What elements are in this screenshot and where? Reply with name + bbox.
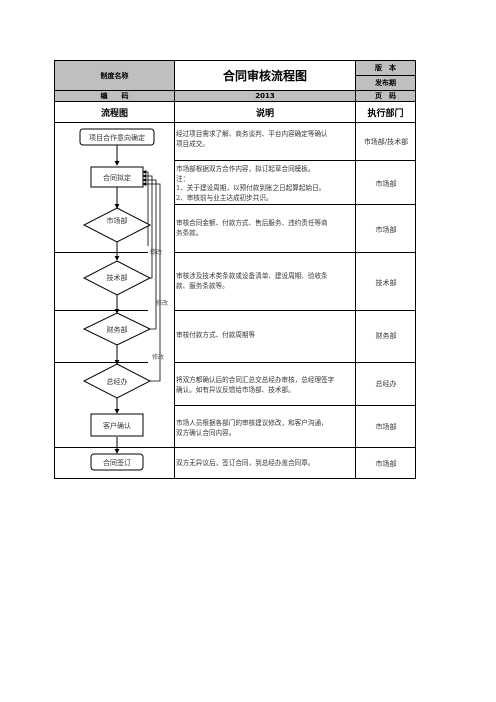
step-dept: 市场部/技术部 <box>363 138 409 146</box>
flow-node-label: 客户确认 <box>103 421 131 430</box>
revision-label: 修改 <box>152 353 164 361</box>
table-body <box>54 122 416 479</box>
flow-node-draft <box>90 166 144 188</box>
revision-label: 修改 <box>150 248 162 256</box>
flow-node-label: 市场部 <box>107 216 128 225</box>
version-label: 版 本 <box>375 64 396 72</box>
revision-label: 修改 <box>156 299 168 307</box>
step-dept: 技术部 <box>375 279 397 287</box>
doc-title: 合同审核流程图 <box>222 69 307 83</box>
step-dept: 市场部 <box>375 423 397 431</box>
system-name-label: 制度名称 <box>100 71 129 80</box>
step-dept: 总经办 <box>375 380 397 388</box>
flow-node-market <box>82 207 152 243</box>
step-desc: 审核合同金额、付款方式、售后服务、违约责任等商务条款。 <box>176 219 328 237</box>
flow-node-client <box>90 413 144 437</box>
flow-node-label: 财务部 <box>107 325 128 334</box>
flow-node-sign <box>90 453 144 471</box>
flow-divider <box>54 447 175 448</box>
flow-node-label: 合同签订 <box>103 458 131 467</box>
flow-divider <box>54 362 148 363</box>
step-dept: 市场部 <box>375 460 397 468</box>
row-divider <box>174 252 416 253</box>
column-divider <box>174 122 175 479</box>
row-divider <box>174 362 416 363</box>
code-label: 编 码 <box>100 92 129 100</box>
flow-node-label: 合同拟定 <box>103 173 131 182</box>
row-divider <box>174 204 416 205</box>
flow-node-label: 项目合作意向确定 <box>89 133 145 142</box>
system-name-label-cell: 制度名称 <box>54 60 175 91</box>
step-dept: 市场部 <box>375 226 397 234</box>
page-label: 页 码 <box>375 92 396 100</box>
step-desc: 市场人员根据各部门的审核建议修改，和客户沟通，双方确认合同内容。 <box>176 419 328 437</box>
row-divider <box>174 405 416 406</box>
flow-divider <box>54 310 148 311</box>
flow-node-finance <box>82 312 152 346</box>
step-desc: 市场部根据双方合作内容，拟订起草合同模板。注：1、关于建设周期，以预付款到账之日… <box>176 165 326 202</box>
step-desc: 审核涉及技术类条款或设备清单、建设周期、验收条款、服务条款等。 <box>176 272 328 290</box>
flow-node-tech <box>82 260 152 296</box>
flow-node-label: 技术部 <box>107 273 128 282</box>
step-dept: 市场部 <box>375 180 397 188</box>
flow-node-start <box>79 128 155 146</box>
code-value: 2013 <box>255 92 275 100</box>
row-divider <box>174 447 416 448</box>
row-divider <box>174 310 416 311</box>
revision-loop <box>142 170 149 246</box>
row-divider <box>174 160 416 161</box>
step-desc: 审核付款方式、付款周期等 <box>176 331 256 339</box>
flow-divider <box>54 252 148 253</box>
publish-date-label: 发布期 <box>375 79 396 87</box>
step-dept: 财务部 <box>375 332 397 340</box>
flow-node-label: 总经办 <box>107 377 128 386</box>
revision-loop <box>142 182 161 382</box>
column-divider <box>355 122 356 479</box>
step-desc: 经过项目需求了解、商务谈判、平台内容确定等确认项目成交。 <box>176 130 328 148</box>
step-desc: 将双方都确认后的合同汇总交总经办审核，总经理签字确认。如有异议反馈给市场部、技术… <box>176 376 335 394</box>
revision-loop <box>142 178 157 330</box>
step-desc: 双方无异议后，签订合同，到总经办盖合同章。 <box>176 459 315 467</box>
flow-node-gm <box>82 363 152 399</box>
